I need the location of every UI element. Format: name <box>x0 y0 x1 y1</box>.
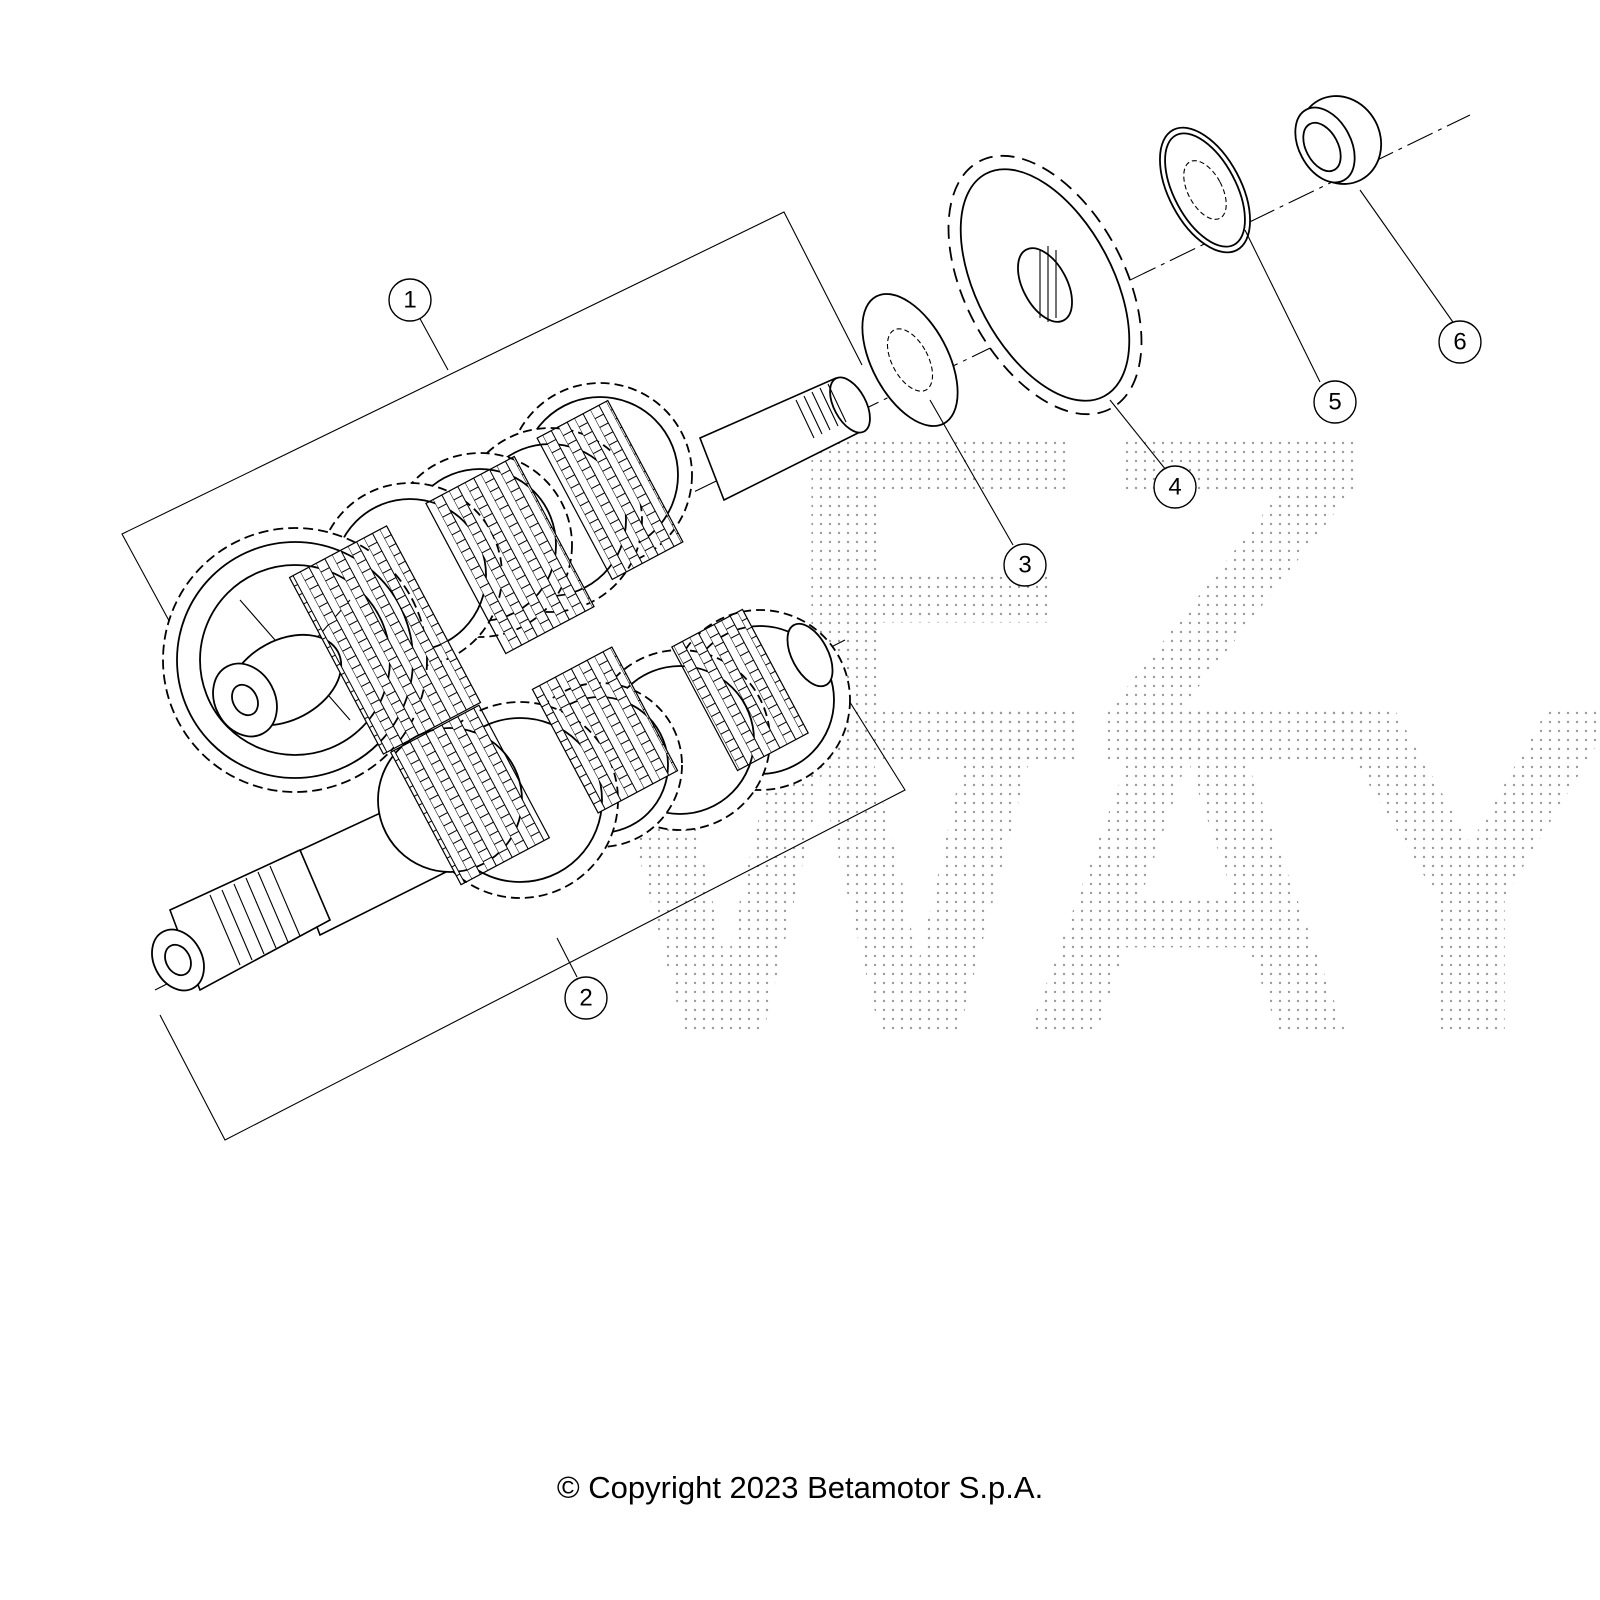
bracket-group-1 <box>121 211 863 701</box>
callout-5: 5 <box>1313 380 1357 424</box>
callout-4-label: 4 <box>1168 474 1181 501</box>
callout-5-label: 5 <box>1328 389 1341 416</box>
callout-4: 4 <box>1153 465 1197 509</box>
callout-2-label: 2 <box>579 985 592 1012</box>
callout-6-label: 6 <box>1453 329 1466 356</box>
callout-1-label: 1 <box>403 287 416 314</box>
counter-shaft-assembly <box>151 608 851 992</box>
lock-washer <box>1159 126 1251 254</box>
watermark-line1: EZ <box>780 335 1381 860</box>
callout-1: 1 <box>388 278 432 322</box>
copyright-notice: © Copyright 2023 Betamotor S.p.A. <box>556 1470 1044 1505</box>
callout-3-label: 3 <box>1018 552 1031 579</box>
callout-6: 6 <box>1438 320 1482 364</box>
sprocket-nut <box>1294 95 1383 185</box>
callout-2: 2 <box>564 976 608 1020</box>
bracket-group-2 <box>159 663 906 1141</box>
main-shaft-assembly <box>162 376 871 793</box>
leader-lines <box>417 189 1456 978</box>
front-sprocket <box>947 154 1143 416</box>
callout-3: 3 <box>1003 543 1047 587</box>
